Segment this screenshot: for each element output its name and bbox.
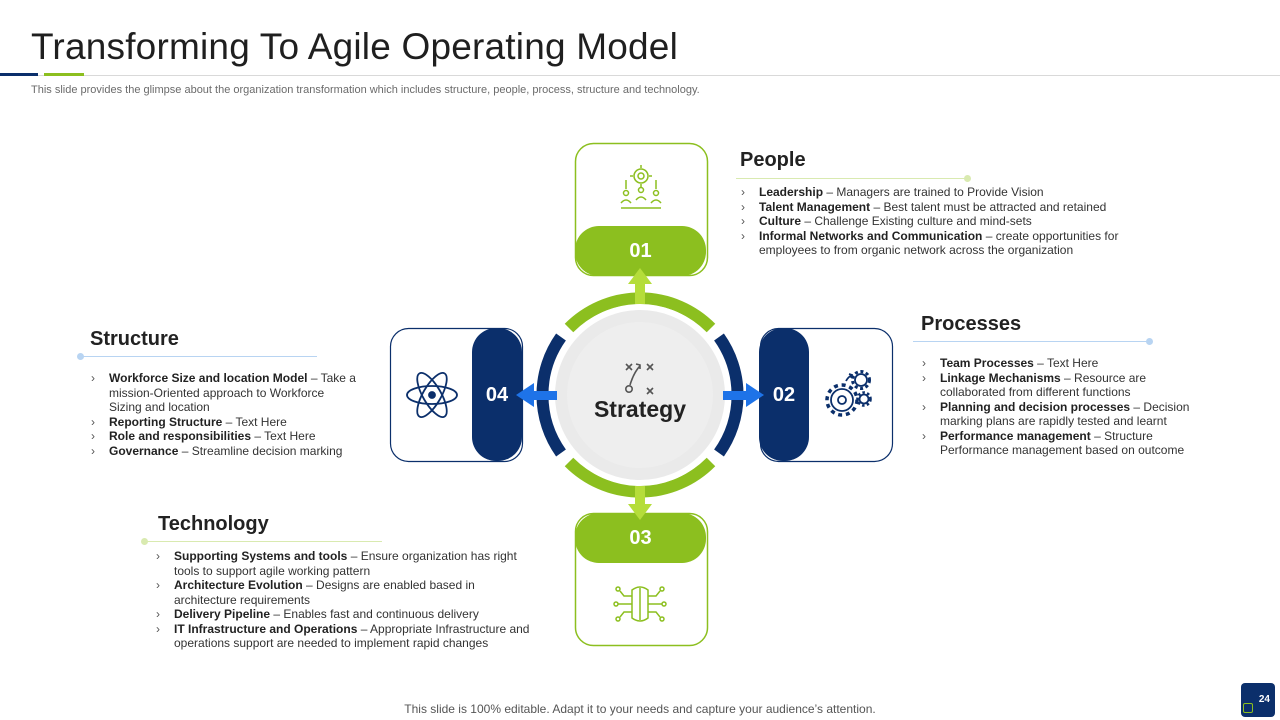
list-item: Supporting Systems and tools – Ensure or… [155,549,540,578]
title-accent-green [44,73,84,76]
technology-rule [141,538,382,545]
list-item: Governance – Streamline decision marking [90,444,360,459]
list-item: Culture – Challenge Existing culture and… [740,214,1130,229]
processes-heading: Processes [921,313,1022,335]
arrow-right [723,383,764,407]
list-item: Role and responsibilities – Text Here [90,429,360,444]
central-diagram [389,142,894,647]
list-item: Informal Networks and Communication – cr… [740,229,1130,258]
title-divider [0,75,1280,76]
technology-heading: Technology [158,513,269,535]
structure-number: 04 [485,384,509,406]
processes-number-pill [759,328,809,461]
list-item: Delivery Pipeline – Enables fast and con… [155,607,540,622]
processes-list: Team Processes – Text Here Linkage Mecha… [921,356,1206,458]
strategy-play-icon [624,363,654,395]
list-item: Workforce Size and location Model – Take… [90,371,360,415]
people-number-pill [575,226,706,276]
technology-number: 03 [629,527,652,549]
title-accent-blue [0,73,38,76]
center-strategy-label: Strategy [593,396,687,422]
page-subtitle: This slide provides the glimpse about th… [31,84,700,96]
technology-number-pill [575,513,706,563]
structure-rule [77,353,317,360]
footer-note: This slide is 100% editable. Adapt it to… [404,702,876,716]
list-item: Leadership – Managers are trained to Pro… [740,185,1130,200]
list-item: Team Processes – Text Here [921,356,1206,371]
list-item: Architecture Evolution – Designs are ena… [155,578,540,607]
technology-list: Supporting Systems and tools – Ensure or… [155,549,540,651]
arrow-left [516,383,557,407]
list-item: Talent Management – Best talent must be … [740,200,1130,215]
people-list: Leadership – Managers are trained to Pro… [740,185,1130,258]
structure-number-pill [472,328,522,461]
page-title: Transforming To Agile Operating Model [31,26,679,67]
atom-icon [406,371,458,419]
list-item: Linkage Mechanisms – Resource are collab… [921,371,1206,400]
page-number-badge: 24 [1241,683,1275,717]
list-item: Reporting Structure – Text Here [90,415,360,430]
page-number: 24 [1258,694,1270,705]
gears-icon [825,370,872,417]
structure-list: Workforce Size and location Model – Take… [90,371,360,458]
team-network-icon [620,165,662,209]
structure-heading: Structure [90,328,179,350]
circuit-icon [613,586,667,622]
processes-number: 02 [772,384,796,406]
page-badge-square-icon [1243,703,1253,713]
people-number: 01 [629,240,652,262]
arrow-up [628,268,652,304]
processes-rule [913,338,1153,345]
list-item: IT Infrastructure and Operations – Appro… [155,622,540,651]
list-item: Performance management – Structure Perfo… [921,429,1206,458]
arrow-down [628,486,652,520]
list-item: Planning and decision processes – Decisi… [921,400,1206,429]
people-rule [736,175,971,182]
people-heading: People [740,149,806,171]
